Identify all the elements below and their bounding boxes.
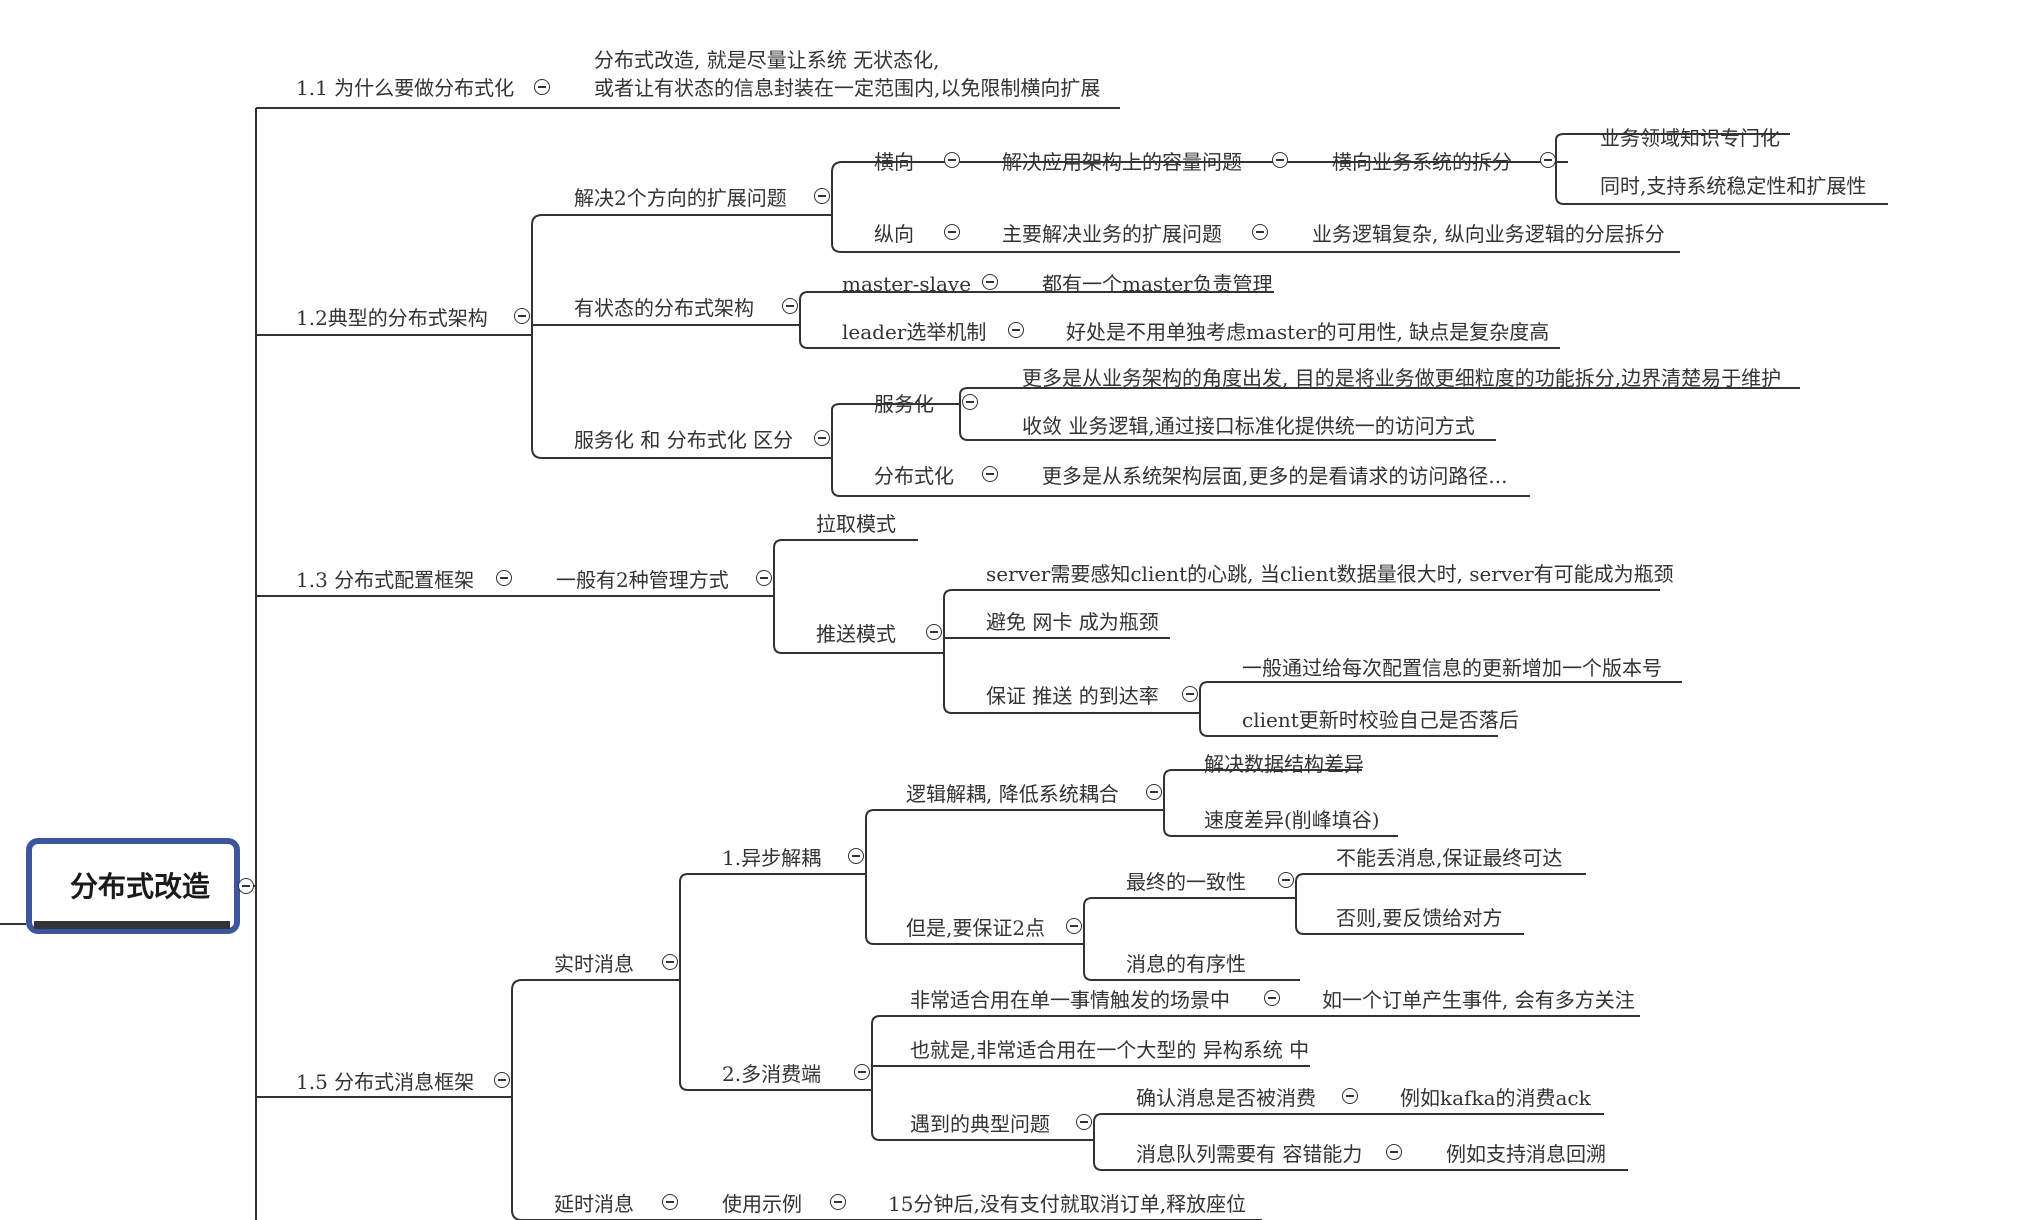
collapse-toggle-1-3[interactable] (496, 570, 512, 586)
node-version-number[interactable]: 一般通过给每次配置信息的更新增加一个版本号 (1242, 656, 1662, 680)
node-1-2[interactable]: 1.2典型的分布式架构 (296, 306, 488, 330)
node-multi-consumer[interactable]: 2.多消费端 (722, 1062, 822, 1086)
node-vertical[interactable]: 纵向 (874, 222, 914, 246)
node-message-order[interactable]: 消息的有序性 (1126, 952, 1246, 976)
node-master-slave[interactable]: master-slave (842, 272, 972, 296)
root-underline (34, 921, 230, 929)
node-async-decoupling[interactable]: 1.异步解耦 (722, 846, 822, 870)
node-leader-election[interactable]: leader选举机制 (842, 320, 987, 344)
node-1-5[interactable]: 1.5 分布式消息框架 (296, 1070, 475, 1094)
collapse-toggle-single-event[interactable] (1264, 990, 1280, 1006)
collapse-toggle-root[interactable] (238, 878, 254, 894)
node-typical-problems[interactable]: 遇到的典型问题 (910, 1112, 1050, 1136)
collapse-toggle-service-vs-distributed[interactable] (814, 430, 830, 446)
collapse-toggle-1-5[interactable] (494, 1072, 510, 1088)
node-1-1[interactable]: 1.1 为什么要做分布式化 (296, 76, 515, 100)
node-push-mode[interactable]: 推送模式 (816, 622, 896, 646)
node-heterogeneous-system[interactable]: 也就是,非常适合用在一个大型的 异构系统 中 (910, 1038, 1310, 1062)
node-vertical-layering[interactable]: 业务逻辑复杂, 纵向业务逻辑的分层拆分 (1312, 222, 1665, 246)
node-1-1-note-line1[interactable]: 分布式改造, 就是尽量让系统 无状态化, (594, 48, 940, 72)
collapse-toggle-push-mode[interactable] (926, 624, 942, 640)
node-feedback[interactable]: 否则,要反馈给对方 (1336, 906, 1503, 930)
node-delayed-messages[interactable]: 延时消息 (554, 1192, 634, 1216)
node-kafka-ack[interactable]: 例如kafka的消费ack (1400, 1086, 1591, 1110)
collapse-toggle-1-1[interactable] (534, 79, 550, 95)
node-push-delivery-rate[interactable]: 保证 推送 的到达率 (986, 684, 1159, 708)
collapse-toggle-horizontal[interactable] (944, 152, 960, 168)
node-stateful-architecture[interactable]: 有状态的分布式架构 (574, 296, 754, 320)
collapse-toggle-management-modes[interactable] (756, 570, 772, 586)
node-push-nic-bottleneck[interactable]: 避免 网卡 成为瓶颈 (986, 610, 1159, 634)
node-servicization-detail[interactable]: 更多是从业务架构的角度出发, 目的是将业务做更细粒度的功能拆分,边界清楚易于维护 (1022, 366, 1782, 390)
node-cancel-order-example[interactable]: 15分钟后,没有支付就取消订单,释放座位 (888, 1192, 1247, 1216)
collapse-toggle-distributed[interactable] (982, 466, 998, 482)
node-pull-mode[interactable]: 拉取模式 (816, 512, 896, 536)
node-order-event[interactable]: 如一个订单产生事件, 会有多方关注 (1322, 988, 1635, 1012)
collapse-toggle-usage-example[interactable] (830, 1194, 846, 1210)
node-service-vs-distributed[interactable]: 服务化 和 分布式化 区分 (574, 428, 794, 452)
node-single-event-trigger[interactable]: 非常适合用在单一事情触发的场景中 (910, 988, 1230, 1012)
node-horizontal-split[interactable]: 横向业务系统的拆分 (1332, 150, 1512, 174)
node-servicization-converge[interactable]: 收敛 业务逻辑,通过接口标准化提供统一的访问方式 (1022, 414, 1475, 438)
collapse-toggle-typical-problems[interactable] (1076, 1114, 1092, 1130)
node-servicization[interactable]: 服务化 (874, 392, 934, 416)
collapse-toggle-leader-election[interactable] (1008, 322, 1024, 338)
collapse-toggle-consistency[interactable] (1278, 872, 1294, 888)
node-stability-scalability[interactable]: 同时,支持系统稳定性和扩展性 (1600, 174, 1867, 198)
collapse-toggle-vertical-business[interactable] (1252, 224, 1268, 240)
collapse-toggle-guarantee[interactable] (1066, 918, 1082, 934)
node-no-message-loss[interactable]: 不能丢消息,保证最终可达 (1336, 846, 1563, 870)
collapse-toggle-realtime[interactable] (662, 954, 678, 970)
collapse-toggle-horizontal-capacity[interactable] (1272, 152, 1288, 168)
collapse-toggle-1-2-scaling[interactable] (814, 188, 830, 204)
node-speed-diff[interactable]: 速度差异(削峰填谷) (1204, 808, 1380, 832)
root-node[interactable] (26, 838, 240, 934)
collapse-toggle-vertical[interactable] (944, 224, 960, 240)
collapse-toggle-logic-decoupling[interactable] (1146, 784, 1162, 800)
collapse-toggle-delayed[interactable] (662, 1194, 678, 1210)
node-horizontal[interactable]: 横向 (874, 150, 914, 174)
node-push-heartbeat[interactable]: server需要感知client的心跳, 当client数据量很大时, serv… (986, 562, 1674, 586)
node-confirm-consumed[interactable]: 确认消息是否被消费 (1136, 1086, 1316, 1110)
node-domain-knowledge[interactable]: 业务领域知识专门化 (1600, 126, 1780, 150)
node-distributed[interactable]: 分布式化 (874, 464, 954, 488)
node-master-manage[interactable]: 都有一个master负责管理 (1042, 272, 1273, 296)
node-distributed-detail[interactable]: 更多是从系统架构层面,更多的是看请求的访问路径... (1042, 464, 1508, 488)
root-label: 分布式改造 (70, 870, 211, 903)
collapse-toggle-servicization[interactable] (962, 394, 978, 410)
node-realtime-messages[interactable]: 实时消息 (554, 952, 634, 976)
node-data-structure-diff[interactable]: 解决数据结构差异 (1204, 752, 1364, 776)
node-1-3[interactable]: 1.3 分布式配置框架 (296, 568, 475, 592)
node-usage-example[interactable]: 使用示例 (722, 1192, 802, 1216)
node-client-check[interactable]: client更新时校验自己是否落后 (1242, 708, 1519, 732)
collapse-toggle-confirm-consumed[interactable] (1342, 1088, 1358, 1104)
collapse-toggle-horizontal-split[interactable] (1540, 152, 1556, 168)
node-1-2-scaling[interactable]: 解决2个方向的扩展问题 (574, 186, 787, 210)
collapse-toggle-master-slave[interactable] (982, 274, 998, 290)
collapse-toggle-stateful[interactable] (782, 298, 798, 314)
node-guarantee-two[interactable]: 但是,要保证2点 (906, 916, 1046, 940)
node-horizontal-capacity[interactable]: 解决应用架构上的容量问题 (1002, 150, 1242, 174)
node-logic-decoupling[interactable]: 逻辑解耦, 降低系统耦合 (906, 782, 1119, 806)
node-message-replay[interactable]: 例如支持消息回溯 (1446, 1142, 1606, 1166)
collapse-toggle-async[interactable] (848, 848, 864, 864)
node-two-management-modes[interactable]: 一般有2种管理方式 (556, 568, 729, 592)
collapse-toggle-multi-consumer[interactable] (854, 1064, 870, 1080)
collapse-toggle-fault-tolerance[interactable] (1386, 1144, 1402, 1160)
node-eventual-consistency[interactable]: 最终的一致性 (1126, 870, 1246, 894)
node-fault-tolerance[interactable]: 消息队列需要有 容错能力 (1136, 1142, 1363, 1166)
node-vertical-business[interactable]: 主要解决业务的扩展问题 (1002, 222, 1222, 246)
collapse-toggle-1-2[interactable] (514, 308, 530, 324)
node-1-1-note-line2[interactable]: 或者让有状态的信息封装在一定范围内,以免限制横向扩展 (594, 76, 1101, 100)
node-leader-pros-cons[interactable]: 好处是不用单独考虑master的可用性, 缺点是复杂度高 (1066, 320, 1550, 344)
collapse-toggle-delivery-rate[interactable] (1182, 686, 1198, 702)
